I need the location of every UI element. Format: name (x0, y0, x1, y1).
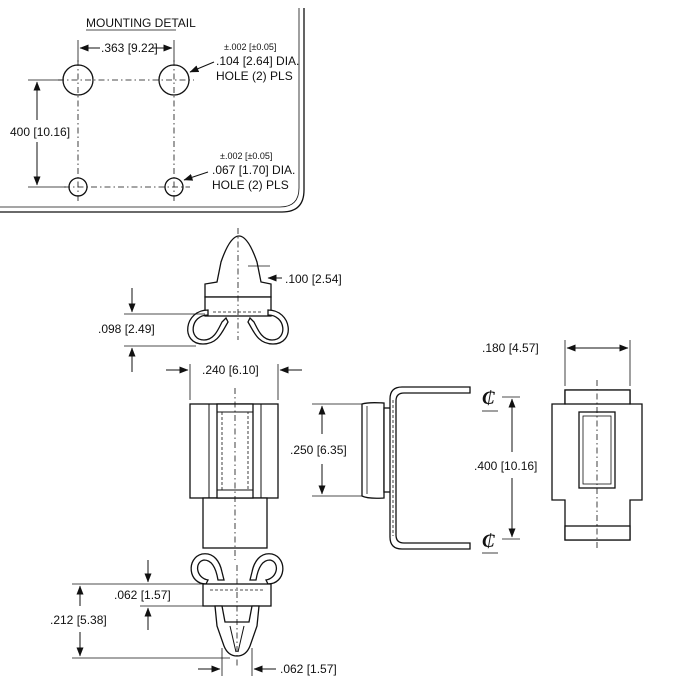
vertical-spacing-dim: 400 [10.16] (10, 125, 70, 139)
bottom-clip-pin-width-dim: .062 [1.57] (280, 662, 337, 676)
bottom-clip: .062 [1.57] .212 [5.38] .062 [1.57] (50, 553, 337, 676)
small-hole-note: HOLE (2) PLS (212, 178, 289, 192)
centerline-symbol-bottom: ₵ (482, 531, 495, 552)
large-hole-tolerance: ±.002 [±0.05] (224, 42, 276, 52)
mounting-detail-title: MOUNTING DETAIL (86, 16, 196, 30)
mounting-detail-panel: MOUNTING DETAIL .363 [9.22] 400 [10.16] … (0, 8, 305, 213)
body-height-dim: .250 [6.35] (290, 443, 347, 457)
small-hole-tolerance: ±.002 [±0.05] (220, 151, 272, 161)
centerline-symbol-top: ₵ (482, 388, 495, 409)
pitch-dim: .400 [10.16] (474, 459, 537, 473)
hole-spacing-dim: .363 [9.22] (101, 41, 158, 55)
large-hole-diameter: .104 [2.64] DIA. (216, 54, 299, 68)
side-view: .250 [6.35] ₵ ₵ .400 [10.16] (290, 386, 537, 554)
top-clip: .100 [2.54] .098 [2.49] (98, 228, 342, 372)
end-view: .180 [4.57] (482, 340, 643, 548)
top-clip-width-dim: .100 [2.54] (285, 272, 342, 286)
large-hole-note: HOLE (2) PLS (216, 69, 293, 83)
bottom-clip-height-dim: .212 [5.38] (50, 613, 107, 627)
small-hole-diameter: .067 [1.70] DIA. (212, 163, 295, 177)
body-front-view: .240 [6.10] (166, 363, 302, 560)
body-width-dim: .240 [6.10] (202, 363, 259, 377)
top-clip-height-dim: .098 [2.49] (98, 322, 155, 336)
end-view-width-dim: .180 [4.57] (482, 341, 539, 355)
bottom-clip-pin-top-dim: .062 [1.57] (114, 588, 171, 602)
